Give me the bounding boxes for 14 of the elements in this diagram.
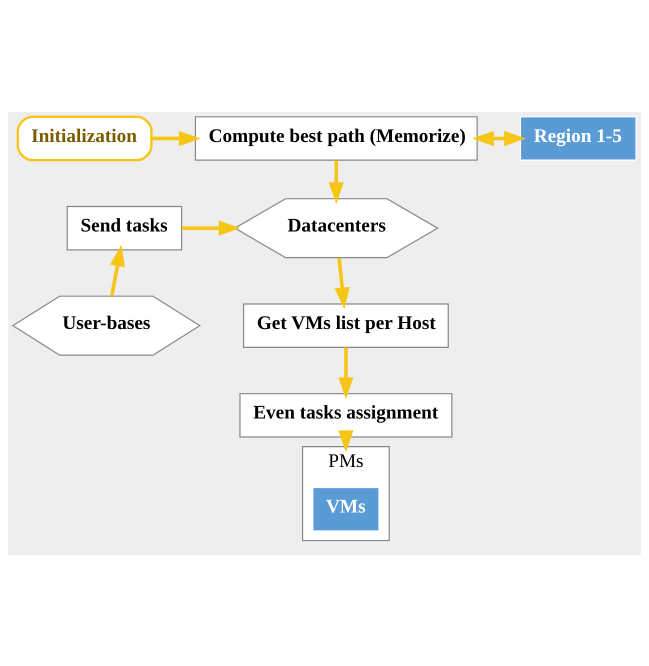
node-box: Get VMs list per Host (242, 302, 449, 348)
node-box: Initialization (16, 115, 153, 161)
arrow (338, 430, 354, 452)
arrow (328, 160, 344, 204)
arrow (334, 257, 350, 309)
arrow (110, 244, 125, 296)
node-box: Region 1-5 (520, 116, 637, 160)
arrow (472, 130, 526, 146)
node-box: Send tasks (66, 205, 182, 250)
node-box: Compute best path (Memorize) (194, 116, 478, 160)
arrow (338, 347, 354, 399)
arrow (182, 220, 240, 236)
node-box: VMs (312, 486, 380, 532)
arrow (152, 130, 201, 146)
